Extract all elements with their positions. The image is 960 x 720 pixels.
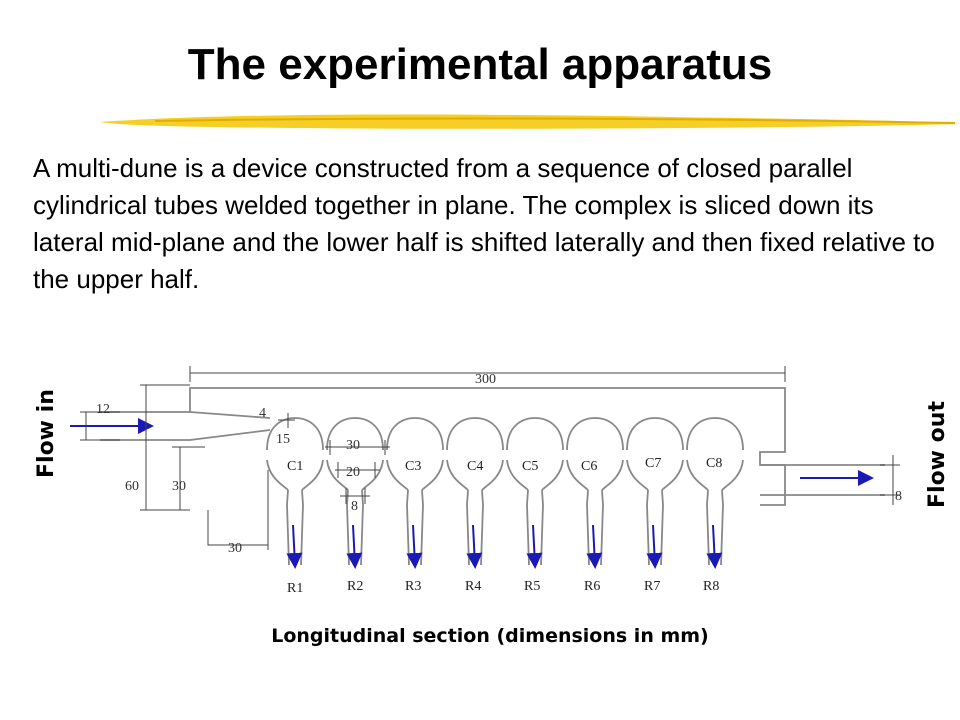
multi-dune-outline xyxy=(100,387,885,566)
riser-right-wall-6 xyxy=(600,489,604,566)
riser-right-wall-3 xyxy=(420,489,424,566)
flow-out-label: Flow out xyxy=(925,401,950,508)
dim-8-right: 8 xyxy=(895,489,902,504)
inlet-top-wall xyxy=(100,411,271,419)
dune-upper-arc-4 xyxy=(446,417,504,451)
riser-arrow-8 xyxy=(706,524,723,569)
riser-arrow-1 xyxy=(286,524,303,569)
dune-left-lower-arc-3 xyxy=(386,459,409,491)
riser-left-wall-2 xyxy=(346,489,350,566)
riser-arrow-5 xyxy=(526,524,543,569)
riser-arrow-2 xyxy=(346,524,363,569)
riser-label-r3: R3 xyxy=(405,579,421,594)
riser-right-wall-5 xyxy=(540,489,544,566)
dune-left-lower-arc-8 xyxy=(686,459,709,491)
riser-right-wall-8 xyxy=(720,489,724,566)
dune-upper-arc-6 xyxy=(566,417,624,451)
chamber-label-c1: C1 xyxy=(287,459,303,474)
dune-right-lower-arc-3 xyxy=(421,459,444,491)
dune-left-lower-arc-6 xyxy=(566,459,589,491)
riser-left-wall-4 xyxy=(466,489,470,566)
dimline-30-bottom xyxy=(207,510,268,546)
dim-30-left: 30 xyxy=(172,479,186,494)
riser-right-wall-7 xyxy=(660,489,664,566)
chamber-label-c3: C3 xyxy=(405,459,421,474)
chamber-label-c4: C4 xyxy=(467,459,483,474)
inlet-bottom-wall xyxy=(100,429,271,441)
chamber-label-c6: C6 xyxy=(581,459,597,474)
chamber-label-c8: C8 xyxy=(706,456,722,471)
riser-label-r4: R4 xyxy=(465,579,481,594)
riser-left-wall-1 xyxy=(286,489,290,566)
riser-arrow-4 xyxy=(466,524,483,569)
riser-right-wall-4 xyxy=(480,489,484,566)
dune-left-lower-arc-5 xyxy=(506,459,529,491)
riser-right-wall-2 xyxy=(360,489,364,566)
dim-30-top: 30 xyxy=(346,438,360,453)
dune-right-lower-arc-7 xyxy=(661,459,684,491)
riser-label-r5: R5 xyxy=(524,579,540,594)
dune-upper-arc-7 xyxy=(626,417,684,451)
chamber-label-c7: C7 xyxy=(645,456,661,471)
dune-right-lower-arc-5 xyxy=(541,459,564,491)
dune-right-lower-arc-8 xyxy=(721,459,744,491)
dune-upper-arc-3 xyxy=(386,417,444,451)
flow-in-label: Flow in xyxy=(34,389,59,478)
title-underline xyxy=(100,114,960,129)
riser-label-r7: R7 xyxy=(644,579,660,594)
riser-arrow-6 xyxy=(586,524,603,569)
dune-left-lower-arc-1 xyxy=(266,459,289,491)
riser-arrow-3 xyxy=(406,524,423,569)
dune-upper-arc-8 xyxy=(686,417,744,451)
description-text: A multi-dune is a device constructed fro… xyxy=(33,153,935,294)
riser-left-wall-6 xyxy=(586,489,590,566)
riser-label-r1: R1 xyxy=(287,581,303,596)
dune-upper-arc-1 xyxy=(266,417,324,451)
riser-left-wall-5 xyxy=(526,489,530,566)
dim-300: 300 xyxy=(475,372,496,387)
dim-4: 4 xyxy=(259,406,266,421)
dune-upper-arc-5 xyxy=(506,417,564,451)
dimension-lines xyxy=(80,366,900,550)
dim-15: 15 xyxy=(276,432,290,447)
riser-label-r6: R6 xyxy=(584,579,600,594)
dim-60: 60 xyxy=(125,479,139,494)
dune-left-lower-arc-4 xyxy=(446,459,469,491)
diagram-caption: Longitudinal section (dimensions in mm) xyxy=(271,625,709,647)
dune-right-lower-arc-2 xyxy=(361,459,384,491)
riser-label-r8: R8 xyxy=(703,579,719,594)
dune-right-lower-arc-6 xyxy=(601,459,624,491)
riser-label-r2: R2 xyxy=(347,579,363,594)
chamber-label-c5: C5 xyxy=(522,459,538,474)
dim-12: 12 xyxy=(96,402,110,417)
flow-arrows xyxy=(70,418,874,569)
dim-8-mid: 8 xyxy=(351,499,358,514)
riser-left-wall-3 xyxy=(406,489,410,566)
dune-left-lower-arc-7 xyxy=(626,459,649,491)
slide-title: The experimental apparatus xyxy=(187,40,773,89)
dim-30-bottom: 30 xyxy=(228,541,242,556)
riser-arrow-7 xyxy=(646,524,663,569)
dune-right-lower-arc-1 xyxy=(301,459,324,491)
riser-right-wall-1 xyxy=(300,489,304,566)
riser-left-wall-8 xyxy=(706,489,710,566)
riser-left-wall-7 xyxy=(646,489,650,566)
top-channel xyxy=(189,387,786,506)
dim-20: 20 xyxy=(346,465,360,480)
dune-right-lower-arc-4 xyxy=(481,459,504,491)
dune-upper-arc-2 xyxy=(326,417,384,451)
